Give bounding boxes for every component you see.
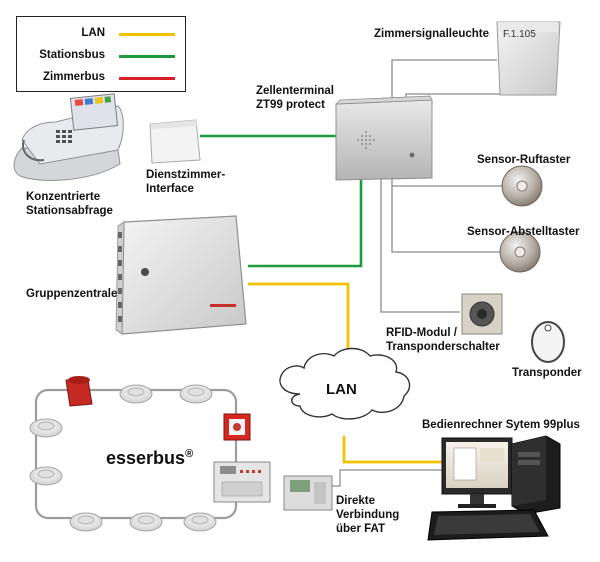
smoke-detector (129, 512, 163, 532)
legend-label: Zimmerbus (43, 71, 105, 83)
smoke-detector (119, 384, 153, 404)
speaker-hole (361, 143, 363, 145)
esserbus-label: esserbus® (106, 448, 193, 469)
legend-item-lan: LAN (17, 25, 185, 43)
rfid-label-line1: RFID-Modul / (386, 327, 457, 339)
smoke-detector (179, 384, 213, 404)
legend-label: LAN (81, 27, 105, 39)
lan-lines (248, 282, 452, 464)
speaker-hole (369, 135, 371, 137)
esserbus-registered-mark: ® (185, 448, 194, 460)
zellenterminal-device (334, 95, 433, 181)
speaker-hole (369, 143, 371, 145)
bedienrechner-keyboard (427, 509, 549, 541)
gruppenzentrale-cabinet (115, 215, 247, 335)
konzentrierte-label: Konzentrierte Stationsabfrage (26, 190, 113, 218)
bedienrechner-monitor (441, 437, 513, 508)
sensor-abstelltaster-device (499, 231, 541, 273)
bedienrechner-label: Bedienrechner Sytem 99plus (422, 419, 580, 431)
sensor-ruftaster-label: Sensor-Ruftaster (477, 154, 571, 166)
legend-item-zimmerbus: Zimmerbus (17, 69, 185, 87)
dienstzimmer-label-line1: Dienstzimmer- (146, 169, 226, 181)
speaker-hole (365, 135, 367, 137)
speaker-hole (365, 147, 367, 149)
fat-panel (283, 475, 333, 511)
zimmersignalleuchte-lamp (496, 21, 561, 96)
stationsabfrage-phone (13, 93, 124, 181)
speaker-hole (357, 139, 359, 141)
rfid-label: RFID-Modul / Transponderschalter (386, 326, 500, 354)
zimmersignalleuchte-label: Zimmersignalleuchte (374, 28, 490, 40)
dienstzimmer-label: Dienstzimmer- Interface (146, 168, 225, 196)
manual-call-point (223, 413, 251, 441)
konzentrierte-label-line1: Konzentrierte (26, 191, 101, 203)
transponder-fob (531, 321, 565, 363)
speaker-hole (365, 139, 367, 141)
smoke-detector (29, 466, 63, 486)
stationsbus-lines (200, 134, 363, 268)
speaker-hole (365, 131, 367, 133)
legend-item-stationsbus: Stationsbus (17, 47, 185, 65)
esserbus-label-text: esserbus (106, 448, 186, 468)
speaker-hole (373, 139, 375, 141)
direkte-label-line2: Verbindung (336, 509, 400, 521)
speaker-hole (361, 139, 363, 141)
smoke-detector (69, 512, 103, 532)
lan-cloud (279, 347, 411, 420)
bedienrechner-tower (511, 435, 561, 515)
smoke-detector (29, 418, 63, 438)
zellenterminal-label: Zellenterminal ZT99 protect (256, 84, 334, 112)
legend-swatch-zimmerbus (119, 77, 175, 80)
rfid-label-line2: Transponderschalter (386, 341, 500, 353)
room-number-label: F.1.105 (503, 29, 536, 40)
sensor-abstelltaster-label: Sensor-Abstelltaster (467, 226, 580, 238)
zellenterminal-label-line1: Zellenterminal (256, 85, 334, 97)
gruppenzentrale-label: Gruppenzentrale (26, 288, 118, 300)
rfid-module-device (461, 293, 503, 335)
speaker-hole (365, 143, 367, 145)
transponder-label: Transponder (512, 367, 582, 379)
konzentrierte-label-line2: Stationsabfrage (26, 205, 113, 217)
direkte-label-line1: Direkte (336, 495, 375, 507)
dienstzimmer-label-line2: Interface (146, 183, 194, 195)
speaker-grille (357, 131, 375, 149)
lan-cloud-label: LAN (326, 381, 357, 398)
speaker-hole (361, 135, 363, 137)
direkte-verbindung-label: Direkte Verbindung über FAT (336, 494, 399, 536)
legend-swatch-stationsbus (119, 55, 175, 58)
red-sounder (65, 376, 93, 407)
smoke-detector (183, 512, 217, 532)
speaker-hole (369, 139, 371, 141)
zellenterminal-label-line2: ZT99 protect (256, 99, 326, 111)
legend-label: Stationsbus (39, 49, 105, 61)
fire-alarm-control-panel (213, 461, 271, 503)
dienstzimmer-interface-device (149, 119, 201, 164)
legend: LAN Stationsbus Zimmerbus (16, 16, 186, 92)
sensor-ruftaster-device (501, 165, 543, 207)
direkte-label-line3: über FAT (336, 523, 385, 535)
fat-connection (332, 469, 452, 487)
legend-swatch-lan (119, 33, 175, 36)
